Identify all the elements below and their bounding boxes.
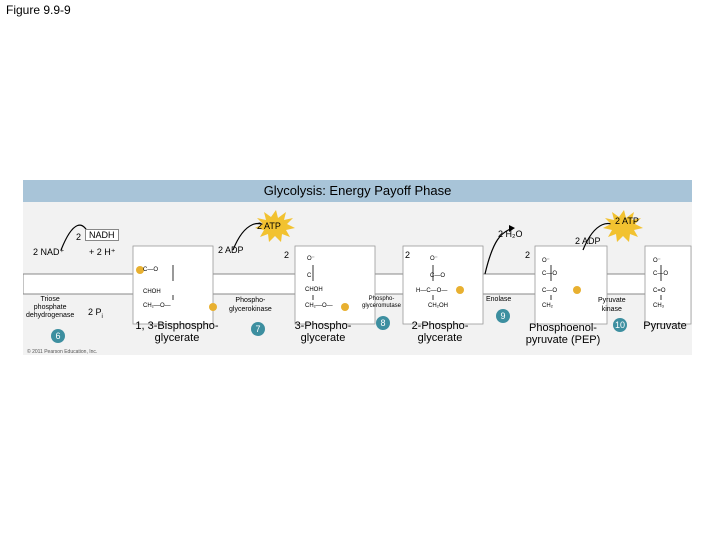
product-3-phosphoglycerate: 3-Phospho- glycerate	[294, 320, 352, 344]
atp-burst-1	[255, 210, 295, 242]
molecule-2-o-minus: O⁻	[307, 256, 315, 262]
enzyme-pyruvate-kinase: Pyruvate kinase	[598, 297, 626, 313]
phosphate-4	[573, 286, 581, 294]
molecule-3-carboxyl: C—O	[430, 273, 445, 279]
nadh-coefficient: 2	[76, 232, 82, 242]
product-pyruvate: Pyruvate	[643, 320, 687, 332]
molecule-box-4	[534, 245, 608, 325]
atp-label-2: 2 ATP	[615, 216, 639, 226]
enzyme-enolase: Enolase	[486, 296, 512, 303]
step-10-badge: 10	[613, 318, 627, 332]
molecule-2-choh: CHOH	[305, 287, 323, 293]
atp-burst-2	[603, 210, 643, 242]
adp-label-2: 2 ADP	[575, 236, 601, 246]
molecule-5-carboxyl: C—O	[653, 271, 668, 277]
h-plus-label: + 2 H⁺	[89, 247, 116, 257]
inorganic-phosphate-label: 2 Pi	[88, 307, 103, 320]
molecule-3-hc-o: H—C—O—	[416, 288, 448, 294]
water-label: 2 H₂O	[498, 229, 523, 239]
adp-label-1: 2 ADP	[218, 245, 244, 255]
pathway-panel	[23, 180, 692, 355]
product-2-phosphoglycerate: 2-Phospho- glycerate	[411, 320, 469, 344]
step-6-badge: 6	[51, 329, 65, 343]
molecule-4-ch2: CH₂	[542, 303, 553, 309]
phosphate-2	[341, 303, 349, 311]
diagram-title: Glycolysis: Energy Payoff Phase	[263, 183, 452, 198]
molecule-4-o-minus: O⁻	[542, 258, 550, 264]
product-phosphoenolpyruvate: Phosphoenol- pyruvate (PEP)	[525, 322, 601, 346]
phosphate-3	[456, 286, 464, 294]
atp-label-1: 2 ATP	[257, 221, 281, 231]
molecule-3-ch2oh: CH₂OH	[428, 303, 448, 309]
step-9-badge: 9	[496, 309, 510, 323]
phosphate-1a	[136, 266, 144, 274]
nadh-label: NADH	[85, 229, 119, 241]
molecule-5-ch3: CH₃	[653, 303, 665, 309]
enzyme-phosphoglyceromutase: Phospho- glyceromutase	[362, 296, 402, 309]
molecule-1-carbonyl: C—O	[143, 267, 158, 273]
molecule-box-5	[644, 245, 692, 325]
molecule-box-3	[402, 245, 484, 325]
enzyme-phosphoglycerokinase: Phospho- glycerokinase	[229, 297, 272, 313]
coefficient-2: 2	[405, 250, 411, 260]
enzyme-triose-phosphate-dehydrogenase: Triose phosphate dehydrogenase	[26, 296, 75, 319]
molecule-3-o-minus: O⁻	[430, 256, 438, 262]
figure-label: Figure 9.9-9	[6, 3, 71, 17]
product-1-3-bisphosphoglycerate: 1, 3-Bisphospho- glycerate	[135, 320, 219, 344]
molecule-4-c-o: C—O	[542, 288, 557, 294]
molecule-1-ch2o: CH₂—O—	[143, 303, 171, 309]
coefficient-1: 2	[284, 250, 290, 260]
coefficient-3: 2	[525, 250, 531, 260]
step-8-badge: 8	[376, 316, 390, 330]
title-bar	[23, 180, 692, 202]
molecule-4-carboxyl: C—O	[542, 271, 557, 277]
molecule-2-carboxyl: C	[307, 273, 312, 279]
molecule-1-choh: CHOH	[143, 289, 161, 295]
molecule-box-2	[294, 245, 376, 325]
molecule-5-o-minus: O⁻	[653, 258, 661, 264]
molecule-box-1	[132, 245, 214, 325]
molecule-2-ch2o: CH₂—O—	[305, 303, 333, 309]
copyright-notice: © 2011 Pearson Education, Inc.	[27, 349, 98, 355]
step-7-badge: 7	[251, 322, 265, 336]
molecule-5-carbonyl: C=O	[653, 288, 666, 294]
nad-plus-label: 2 NAD⁺	[33, 247, 65, 257]
phosphate-1b	[209, 303, 217, 311]
